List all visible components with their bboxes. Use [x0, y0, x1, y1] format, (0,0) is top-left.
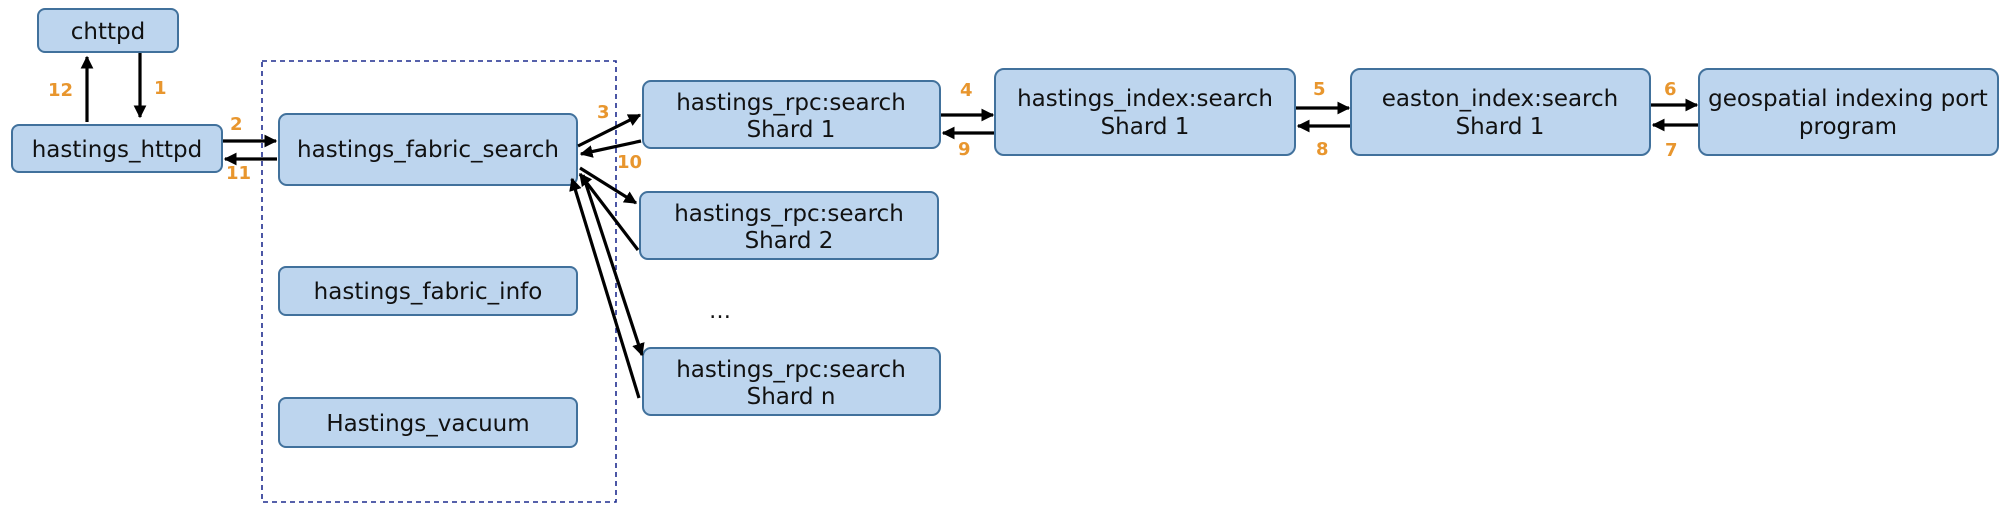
node-hastings-vacuum[interactable]: Hastings_vacuum — [278, 397, 578, 448]
node-hastings-fabric-info[interactable]: hastings_fabric_info — [278, 266, 578, 316]
node-hastings-vacuum-label: Hastings_vacuum — [326, 411, 529, 437]
step-number-1: 1 — [154, 78, 167, 99]
node-hastings-httpd-label: hastings_httpd — [32, 137, 203, 163]
arrow-rpc-shard-2-to-fabric-search — [578, 172, 640, 251]
node-rpc-shard-1-line1: hastings_rpc:search — [676, 90, 906, 116]
node-rpc-shard-2-line2: Shard 2 — [745, 228, 834, 254]
node-rpc-shard-1[interactable]: hastings_rpc:search Shard 1 — [642, 80, 941, 149]
node-index-shard-1-line1: hastings_index:search — [1017, 86, 1273, 112]
step-number-5: 5 — [1313, 79, 1326, 100]
step-number-10: 10 — [617, 152, 642, 173]
step-number-4: 4 — [960, 80, 973, 101]
node-chttpd-label: chttpd — [71, 19, 145, 45]
node-hastings-fabric-search[interactable]: hastings_fabric_search — [278, 113, 578, 186]
node-rpc-shard-n-line1: hastings_rpc:search — [676, 357, 906, 383]
step-number-2: 2 — [230, 114, 243, 135]
node-rpc-shard-n[interactable]: hastings_rpc:search Shard n — [642, 347, 941, 416]
node-chttpd[interactable]: chttpd — [37, 8, 179, 53]
node-hastings-httpd[interactable]: hastings_httpd — [11, 124, 223, 173]
node-rpc-shard-1-line2: Shard 1 — [747, 117, 836, 143]
step-number-6: 6 — [1664, 79, 1677, 100]
step-number-11: 11 — [226, 163, 251, 184]
node-geo-port[interactable]: geospatial indexing port program — [1698, 68, 1999, 156]
more-shards-ellipsis: … — [709, 299, 731, 324]
node-hastings-fabric-search-label: hastings_fabric_search — [297, 137, 559, 163]
node-easton-shard-1[interactable]: easton_index:search Shard 1 — [1350, 68, 1651, 156]
arrow-fabric-search-to-rpc-shard-n — [581, 174, 645, 357]
node-rpc-shard-n-line2: Shard n — [747, 384, 836, 410]
arrow-fabric-search-to-rpc-shard-1 — [577, 113, 642, 148]
fabric-group-container — [261, 60, 617, 503]
node-hastings-fabric-info-label: hastings_fabric_info — [314, 279, 543, 305]
arrow-rpc-shard-1-to-fabric-search — [579, 139, 642, 158]
node-geo-port-line1: geospatial indexing port — [1708, 86, 1988, 112]
step-number-9: 9 — [958, 139, 971, 160]
node-easton-shard-1-line1: easton_index:search — [1382, 86, 1618, 112]
node-rpc-shard-2[interactable]: hastings_rpc:search Shard 2 — [639, 191, 939, 260]
step-number-3: 3 — [597, 102, 610, 123]
node-index-shard-1[interactable]: hastings_index:search Shard 1 — [994, 68, 1296, 156]
node-easton-shard-1-line2: Shard 1 — [1456, 114, 1545, 140]
step-number-8: 8 — [1316, 139, 1329, 160]
step-number-12: 12 — [48, 80, 73, 101]
node-geo-port-line2: program — [1799, 114, 1897, 140]
step-number-7: 7 — [1665, 140, 1678, 161]
node-rpc-shard-2-line1: hastings_rpc:search — [674, 201, 904, 227]
arrow-rpc-shard-n-to-fabric-search — [569, 177, 641, 399]
node-index-shard-1-line2: Shard 1 — [1101, 114, 1190, 140]
